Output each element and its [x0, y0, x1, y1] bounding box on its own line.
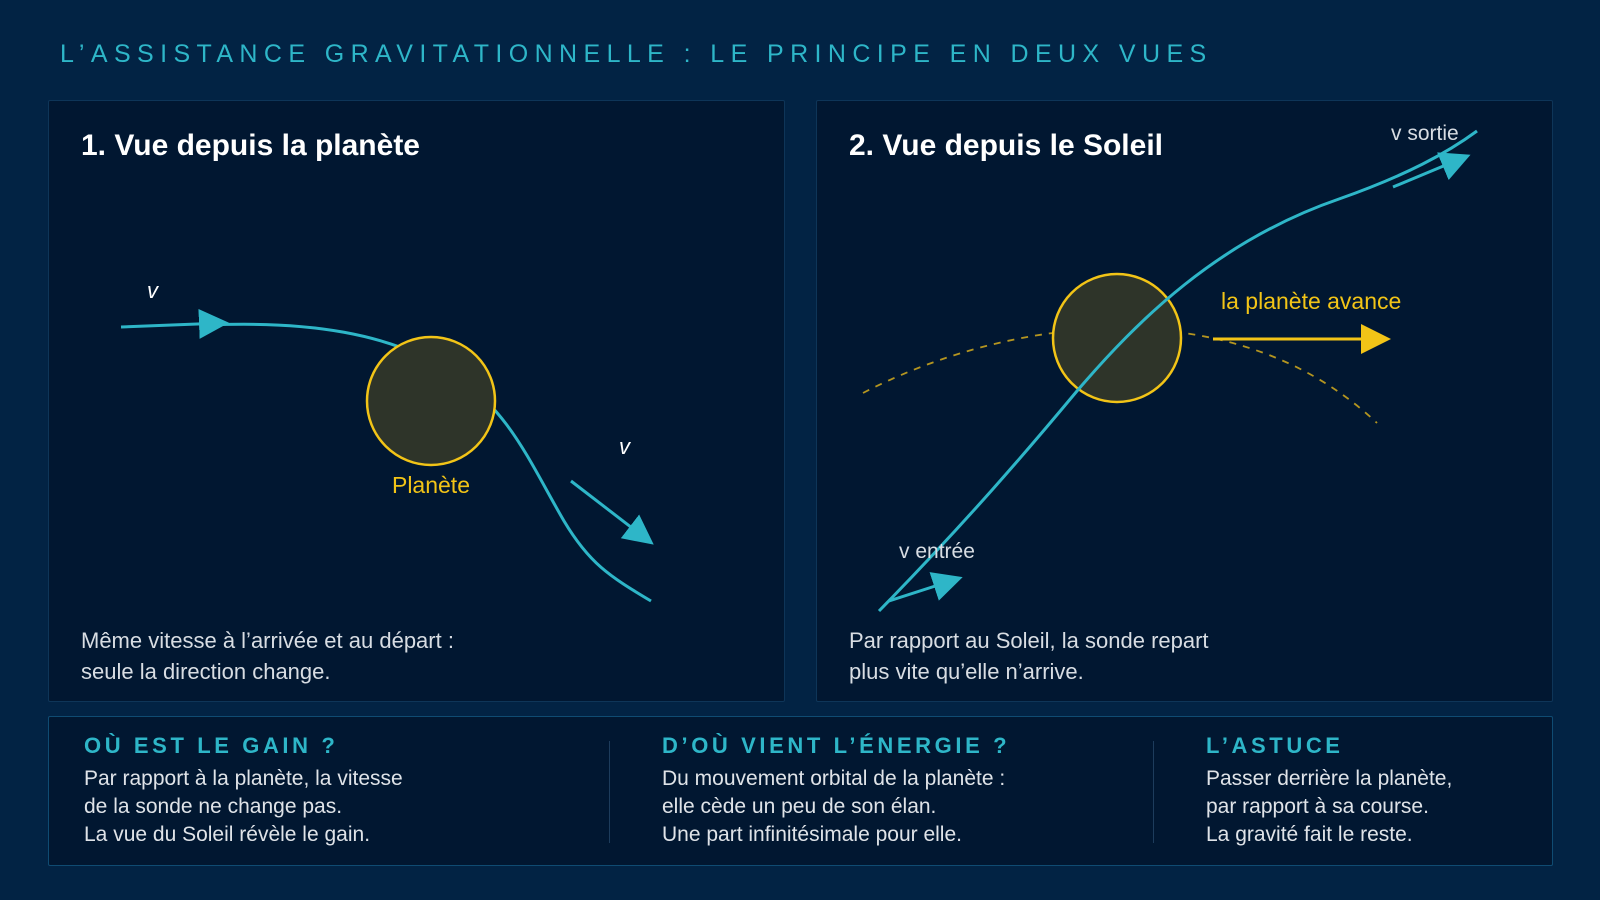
info-line: elle cède un peu de son élan. — [662, 795, 937, 818]
column-divider — [609, 741, 610, 843]
sun-view-diagram: v sortie v entrée la planète avance — [862, 122, 1478, 613]
column-divider — [1153, 741, 1154, 843]
panel-planet-view: 1. Vue depuis la planète v v Planète Mêm… — [48, 100, 785, 702]
info-heading: L’ASTUCE — [1206, 733, 1344, 758]
caption-line: plus vite qu’elle n’arrive. — [849, 659, 1084, 684]
probe-trajectory — [877, 129, 1478, 613]
caption-sun-view: Par rapport au Soleil, la sonde repart p… — [849, 625, 1209, 687]
caption-planet-view: Même vitesse à l’arrivée et au départ : … — [81, 625, 454, 687]
planet-label: Planète — [392, 472, 470, 498]
label-v-out: v sortie — [1391, 122, 1459, 145]
info-heading: D’OÙ VIENT L’ÉNERGIE ? — [662, 733, 1011, 758]
info-heading: OÙ EST LE GAIN ? — [84, 733, 339, 758]
info-line: La gravité fait le reste. — [1206, 823, 1413, 846]
planet-view-diagram: v v Planète — [120, 278, 654, 603]
planet-circle — [1051, 272, 1183, 404]
planet-motion-label: la planète avance — [1221, 288, 1401, 314]
probe-trajectory — [208, 322, 652, 603]
caption-line: Par rapport au Soleil, la sonde repart — [849, 628, 1209, 653]
panel-title-sun-view: 2. Vue depuis le Soleil — [849, 129, 1163, 162]
velocity-in-arrow — [888, 572, 963, 603]
info-line: de la sonde ne change pas. — [84, 795, 343, 818]
panel-title-planet-view: 1. Vue depuis la planète — [81, 129, 420, 162]
info-box: OÙ EST LE GAIN ? Par rapport à la planèt… — [48, 716, 1553, 866]
caption-line: seule la direction change. — [81, 659, 331, 684]
info-column-trick: L’ASTUCE Passer derrière la planète, par… — [1206, 733, 1452, 849]
panel-sun-view: 2. Vue depuis le Soleil v sortie v entré… — [816, 100, 1553, 702]
info-line: La vue du Soleil révèle le gain. — [84, 823, 371, 846]
label-v-outgoing: v — [619, 434, 632, 459]
info-line: Passer derrière la planète, — [1206, 767, 1453, 790]
incoming-velocity-arrow — [120, 308, 229, 339]
info-line: Une part infinitésimale pour elle. — [662, 823, 962, 846]
label-v-incoming: v — [147, 278, 160, 303]
page-title: L’ASSISTANCE GRAVITATIONNELLE : LE PRINC… — [60, 40, 1213, 68]
info-column-gain: OÙ EST LE GAIN ? Par rapport à la planèt… — [84, 733, 403, 849]
planet-circle — [365, 335, 497, 467]
caption-line: Même vitesse à l’arrivée et au départ : — [81, 628, 454, 653]
label-v-in: v entrée — [899, 540, 975, 563]
info-line: par rapport à sa course. — [1206, 795, 1429, 818]
velocity-out-arrow — [1392, 152, 1471, 189]
outgoing-velocity-arrow — [570, 479, 654, 545]
info-line: Par rapport à la planète, la vitesse — [84, 767, 403, 790]
info-line: Du mouvement orbital de la planète : — [662, 767, 1006, 790]
info-column-energy: D’OÙ VIENT L’ÉNERGIE ? Du mouvement orbi… — [662, 733, 1010, 849]
